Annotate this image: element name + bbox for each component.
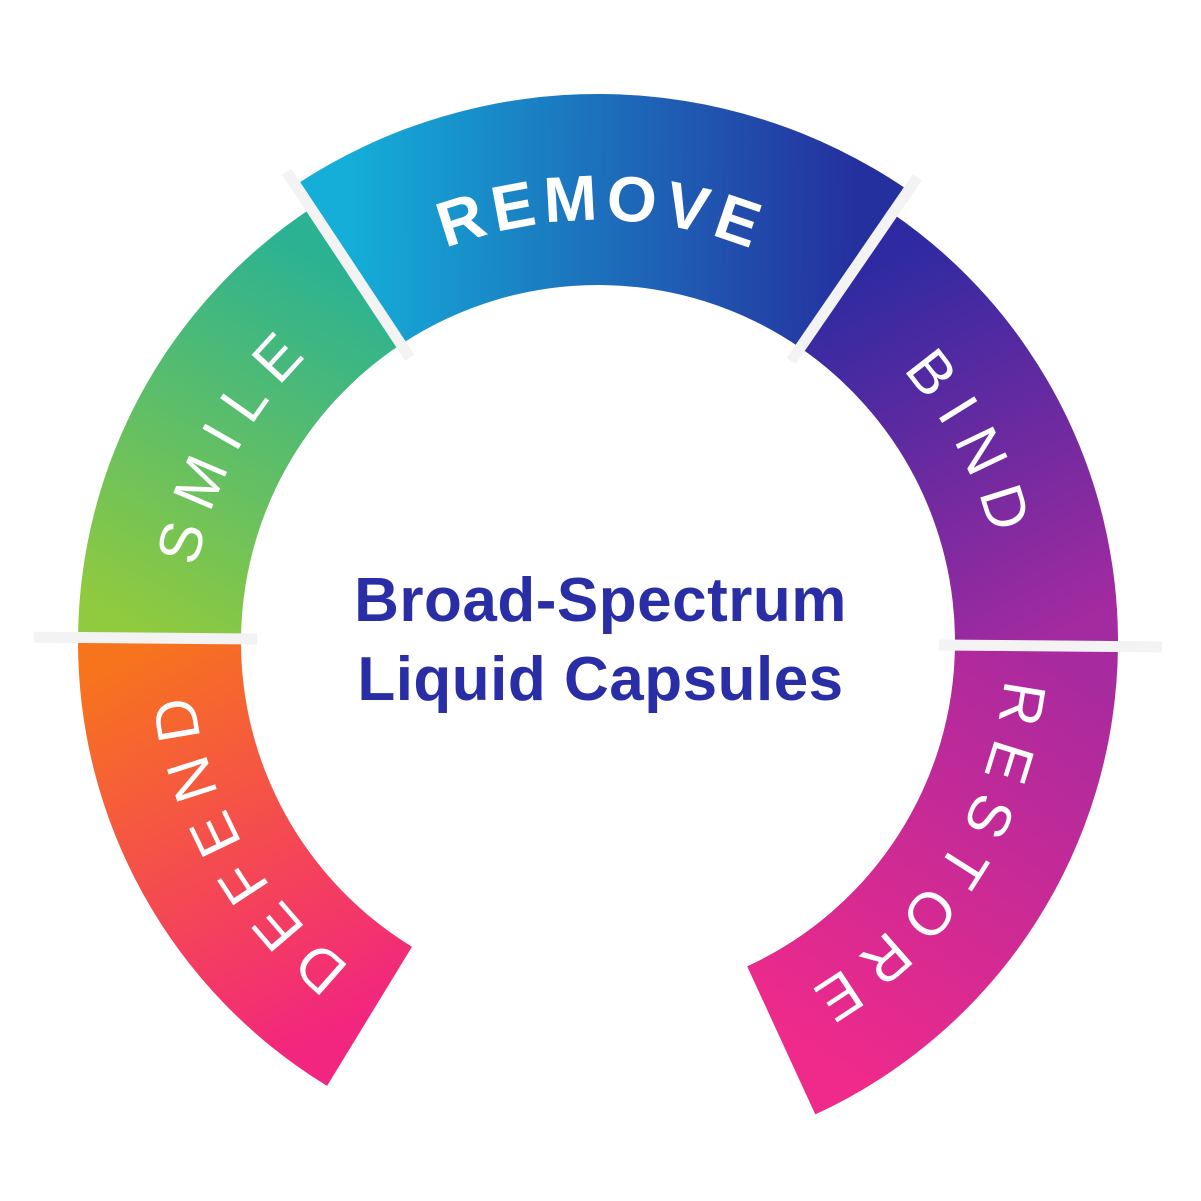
- segment-divider: [938, 639, 1163, 653]
- center-title-line2: Liquid Capsules: [357, 645, 844, 714]
- segment-bind: [800, 213, 1118, 647]
- segment-divider: [786, 174, 922, 365]
- segment-divider: [282, 168, 415, 361]
- center-title: Broad-Spectrum Liquid Capsules: [0, 561, 1201, 719]
- segment-divider: [33, 631, 258, 645]
- segment-defend: [78, 637, 413, 1086]
- segment-smile: [78, 208, 401, 639]
- segment-restore: [747, 645, 1118, 1115]
- segment-remove: [295, 94, 909, 348]
- center-title-line1: Broad-Spectrum: [354, 566, 847, 635]
